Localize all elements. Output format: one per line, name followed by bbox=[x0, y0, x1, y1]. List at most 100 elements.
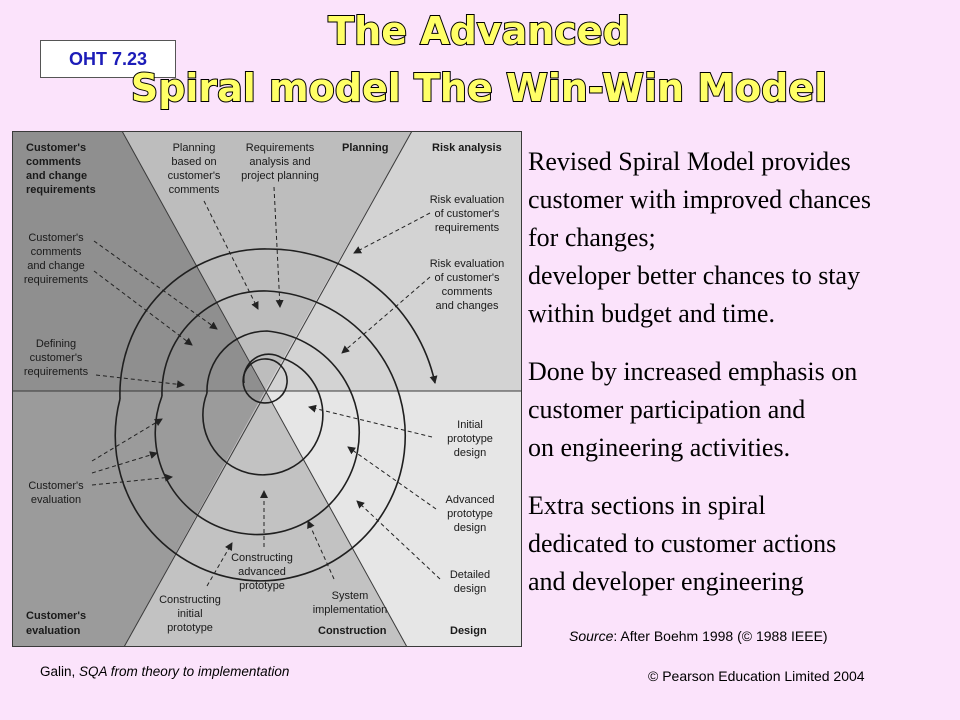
source-text: : After Boehm 1998 (© 1988 IEEE) bbox=[613, 628, 828, 644]
win-win-spiral-diagram: Customer's comments and change requireme… bbox=[12, 131, 522, 647]
corner-line: evaluation bbox=[26, 625, 81, 637]
label-line: Requirements bbox=[246, 142, 315, 154]
slide-label: OHT 7.23 bbox=[40, 40, 176, 78]
label-line: Planning bbox=[173, 142, 216, 154]
label-line: requirements bbox=[435, 222, 500, 234]
label-line: customer's bbox=[30, 352, 83, 364]
source-credit: Source: After Boehm 1998 (© 1988 IEEE) bbox=[569, 628, 828, 644]
label-line: prototype bbox=[239, 580, 285, 592]
spiral bbox=[114, 248, 438, 582]
body-line: Revised Spiral Model provides bbox=[528, 147, 851, 176]
label-line: of customer's bbox=[434, 208, 500, 220]
label-line: initial bbox=[177, 608, 202, 620]
label-line: customer's bbox=[168, 170, 221, 182]
corner-line: Customer's bbox=[26, 610, 86, 622]
slide-title-svg: The Advanced Spiral model The Win-Win Mo… bbox=[130, 8, 828, 111]
label-constructing-advanced: Constructing advanced prototype bbox=[231, 552, 293, 592]
footer-book-title: SQA from theory to implementation bbox=[79, 664, 290, 679]
paragraph-extra-sections: Extra sections in spiral dedicated to cu… bbox=[528, 487, 960, 601]
label-line: System bbox=[332, 590, 369, 602]
corner-design: Design bbox=[450, 625, 487, 637]
label-line: project planning bbox=[241, 170, 319, 182]
label-defining-requirements: Defining customer's requirements bbox=[24, 338, 89, 378]
spiral-diagram-svg: Customer's comments and change requireme… bbox=[12, 131, 522, 647]
label-line: Constructing bbox=[159, 594, 221, 606]
sector-bottom-left bbox=[12, 391, 265, 647]
label-line: Customer's bbox=[28, 232, 84, 244]
corner-line: Customer's bbox=[26, 142, 86, 154]
corner-risk-analysis: Risk analysis bbox=[432, 142, 502, 154]
slide-body: Revised Spiral Model provides customer w… bbox=[528, 143, 960, 621]
label-detailed-design: Detailed design bbox=[450, 569, 490, 595]
label-customer-comments: Customer's comments and change requireme… bbox=[24, 232, 89, 286]
label-line: prototype bbox=[167, 622, 213, 634]
label-line: Constructing bbox=[231, 552, 293, 564]
corner-line: and change bbox=[26, 170, 87, 182]
corner-line: requirements bbox=[26, 184, 96, 196]
label-line: evaluation bbox=[31, 494, 81, 506]
sector-top-right bbox=[265, 131, 522, 391]
corner-customer-evaluation: Customer's evaluation bbox=[26, 610, 86, 637]
label-line: design bbox=[454, 447, 486, 459]
label-constructing-initial: Constructing initial prototype bbox=[159, 594, 221, 634]
label-risk-eval-requirements: Risk evaluation of customer's requiremen… bbox=[430, 194, 505, 234]
label-line: Initial bbox=[457, 419, 483, 431]
diagram-border bbox=[12, 131, 522, 647]
sector-top-middle bbox=[122, 131, 412, 391]
source-label: Source bbox=[569, 628, 614, 644]
label-line: advanced bbox=[238, 566, 286, 578]
dashed-arrows bbox=[91, 186, 441, 587]
sector-bottom-middle bbox=[124, 391, 407, 647]
title-line-2: Spiral model The Win-Win Model bbox=[131, 66, 827, 110]
label-line: Risk evaluation bbox=[430, 258, 505, 270]
label-initial-prototype-design: Initial prototype design bbox=[447, 419, 493, 459]
label-line: requirements bbox=[24, 274, 89, 286]
sector-bottom-right bbox=[265, 391, 522, 647]
label-line: of customer's bbox=[434, 272, 500, 284]
body-line: and developer engineering bbox=[528, 567, 804, 596]
label-system-implementation: System implementation bbox=[313, 590, 388, 616]
corner-line: comments bbox=[26, 156, 81, 168]
label-planning-comments: Planning based on customer's comments bbox=[168, 142, 221, 196]
label-line: comments bbox=[442, 286, 493, 298]
title-line-1: The Advanced bbox=[328, 9, 630, 53]
label-advanced-prototype-design: Advanced prototype design bbox=[446, 494, 495, 534]
paragraph-emphasis: Done by increased emphasis on customer p… bbox=[528, 353, 960, 467]
label-line: Risk evaluation bbox=[430, 194, 505, 206]
label-risk-eval-comments: Risk evaluation of customer's comments a… bbox=[430, 258, 505, 312]
label-line: comments bbox=[169, 184, 220, 196]
footer-copyright: © Pearson Education Limited 2004 bbox=[648, 668, 865, 684]
sector-top-left bbox=[12, 131, 265, 391]
corner-planning: Planning bbox=[342, 142, 388, 154]
body-line: developer better chances to stay bbox=[528, 261, 861, 290]
footer-author: Galin, SQA from theory to implementation bbox=[40, 664, 289, 679]
body-line: customer participation and bbox=[528, 395, 806, 424]
label-line: prototype bbox=[447, 433, 493, 445]
label-line: analysis and bbox=[249, 156, 310, 168]
body-line: dedicated to customer actions bbox=[528, 529, 837, 558]
body-line: for changes; bbox=[528, 223, 656, 252]
label-line: Defining bbox=[36, 338, 76, 350]
body-line: within budget and time. bbox=[528, 299, 775, 328]
body-line: customer with improved chances bbox=[528, 185, 871, 214]
label-line: prototype bbox=[447, 508, 493, 520]
slide-title: The Advanced Spiral model The Win-Win Mo… bbox=[0, 0, 960, 120]
label-line: design bbox=[454, 583, 486, 595]
label-line: based on bbox=[171, 156, 216, 168]
label-line: implementation bbox=[313, 604, 388, 616]
label-line: design bbox=[454, 522, 486, 534]
label-line: and change bbox=[27, 260, 85, 272]
label-line: Customer's bbox=[28, 480, 84, 492]
label-line: requirements bbox=[24, 366, 89, 378]
body-line: Done by increased emphasis on bbox=[528, 357, 858, 386]
body-line: on engineering activities. bbox=[528, 433, 791, 462]
label-customer-evaluation: Customer's evaluation bbox=[28, 480, 84, 506]
corner-construction: Construction bbox=[318, 625, 387, 637]
label-line: Detailed bbox=[450, 569, 490, 581]
body-line: Extra sections in spiral bbox=[528, 491, 766, 520]
corner-customer-comments: Customer's comments and change requireme… bbox=[26, 142, 96, 196]
label-requirements-analysis: Requirements analysis and project planni… bbox=[241, 142, 319, 182]
footer-author-name: Galin, bbox=[40, 664, 80, 679]
sector-dividers bbox=[12, 131, 522, 647]
label-line: Advanced bbox=[446, 494, 495, 506]
